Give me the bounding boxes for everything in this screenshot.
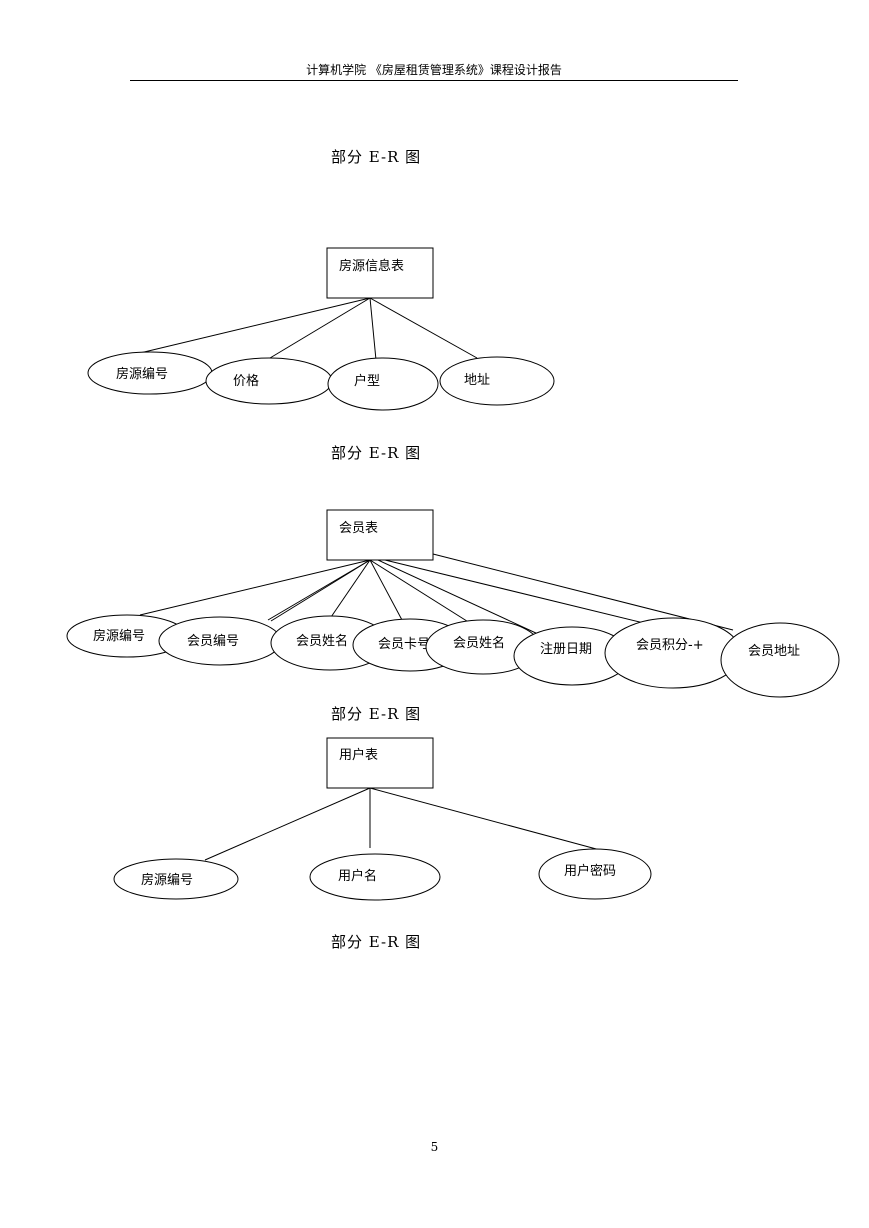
- caption-3: 部分 E-R 图: [331, 705, 422, 723]
- user-entity-label: 用户表: [339, 747, 378, 763]
- member-link-1: [139, 559, 371, 616]
- member-attr-label-3: 会员姓名: [296, 633, 348, 649]
- user-attr-ellipse-3: [538, 848, 652, 900]
- member-attr-label-8: 会员地址: [748, 644, 800, 659]
- user-er-diagram: 用户表 房源编号 用户名 用户密码: [113, 737, 652, 901]
- house-link-2: [269, 297, 371, 359]
- house-attr-label-2: 价格: [233, 373, 259, 389]
- member-link-8: [384, 559, 649, 625]
- user-link-3: [369, 787, 601, 851]
- member-attr-label-6: 注册日期: [540, 642, 592, 657]
- house-entity-label: 房源信息表: [339, 258, 404, 274]
- member-er-diagram: 会员表 房源编号 会员编号 会员姓名 会员卡号 会员姓名 注册日期 会员积分-+…: [66, 509, 840, 698]
- user-attr-ellipse-1: [113, 858, 239, 900]
- member-attr-label-7: 会员积分-+: [636, 638, 704, 653]
- user-attr-label-2: 用户名: [338, 868, 377, 884]
- house-er-diagram: 房源信息表 房源编号 价格 户型 地址: [87, 247, 555, 411]
- user-attr-ellipse-2: [309, 853, 441, 901]
- member-link-9: [432, 553, 734, 631]
- member-attr-label-5: 会员姓名: [453, 635, 505, 651]
- member-link-6: [369, 559, 471, 624]
- house-link-1: [139, 297, 371, 354]
- user-attr-label-3: 用户密码: [564, 863, 616, 879]
- member-link-5: [369, 559, 403, 621]
- member-link-7: [377, 559, 539, 635]
- house-attr-label-4: 地址: [464, 373, 490, 388]
- member-link-4: [328, 559, 371, 621]
- member-link-3: [270, 559, 371, 622]
- caption-1: 部分 E-R 图: [331, 148, 422, 166]
- house-attr-ellipse-2: [205, 357, 333, 405]
- member-attr-ellipse-8: [720, 622, 840, 698]
- user-attr-label-1: 房源编号: [141, 872, 193, 888]
- house-attr-label-1: 房源编号: [116, 366, 168, 382]
- house-attr-ellipse-3: [327, 357, 439, 411]
- page-number: 5: [430, 1140, 439, 1154]
- member-attr-label-2: 会员编号: [187, 634, 239, 649]
- caption-4: 部分 E-R 图: [331, 933, 422, 951]
- house-link-4: [369, 297, 478, 359]
- member-entity-box: [326, 509, 434, 561]
- page-header: 计算机学院 《房屋租赁管理系统》课程设计报告: [130, 62, 738, 81]
- house-attr-label-3: 户型: [354, 373, 380, 389]
- member-attr-ellipse-7: [604, 617, 742, 689]
- member-entity-label: 会员表: [339, 521, 378, 536]
- user-link-1: [204, 787, 371, 861]
- member-attr-label-4: 会员卡号: [378, 637, 430, 652]
- house-attr-ellipse-4: [439, 356, 555, 406]
- caption-2: 部分 E-R 图: [331, 444, 422, 462]
- house-entity-box: [326, 247, 434, 299]
- house-link-3: [369, 297, 377, 361]
- member-attr-label-1: 房源编号: [93, 628, 145, 644]
- user-entity-box: [326, 737, 434, 789]
